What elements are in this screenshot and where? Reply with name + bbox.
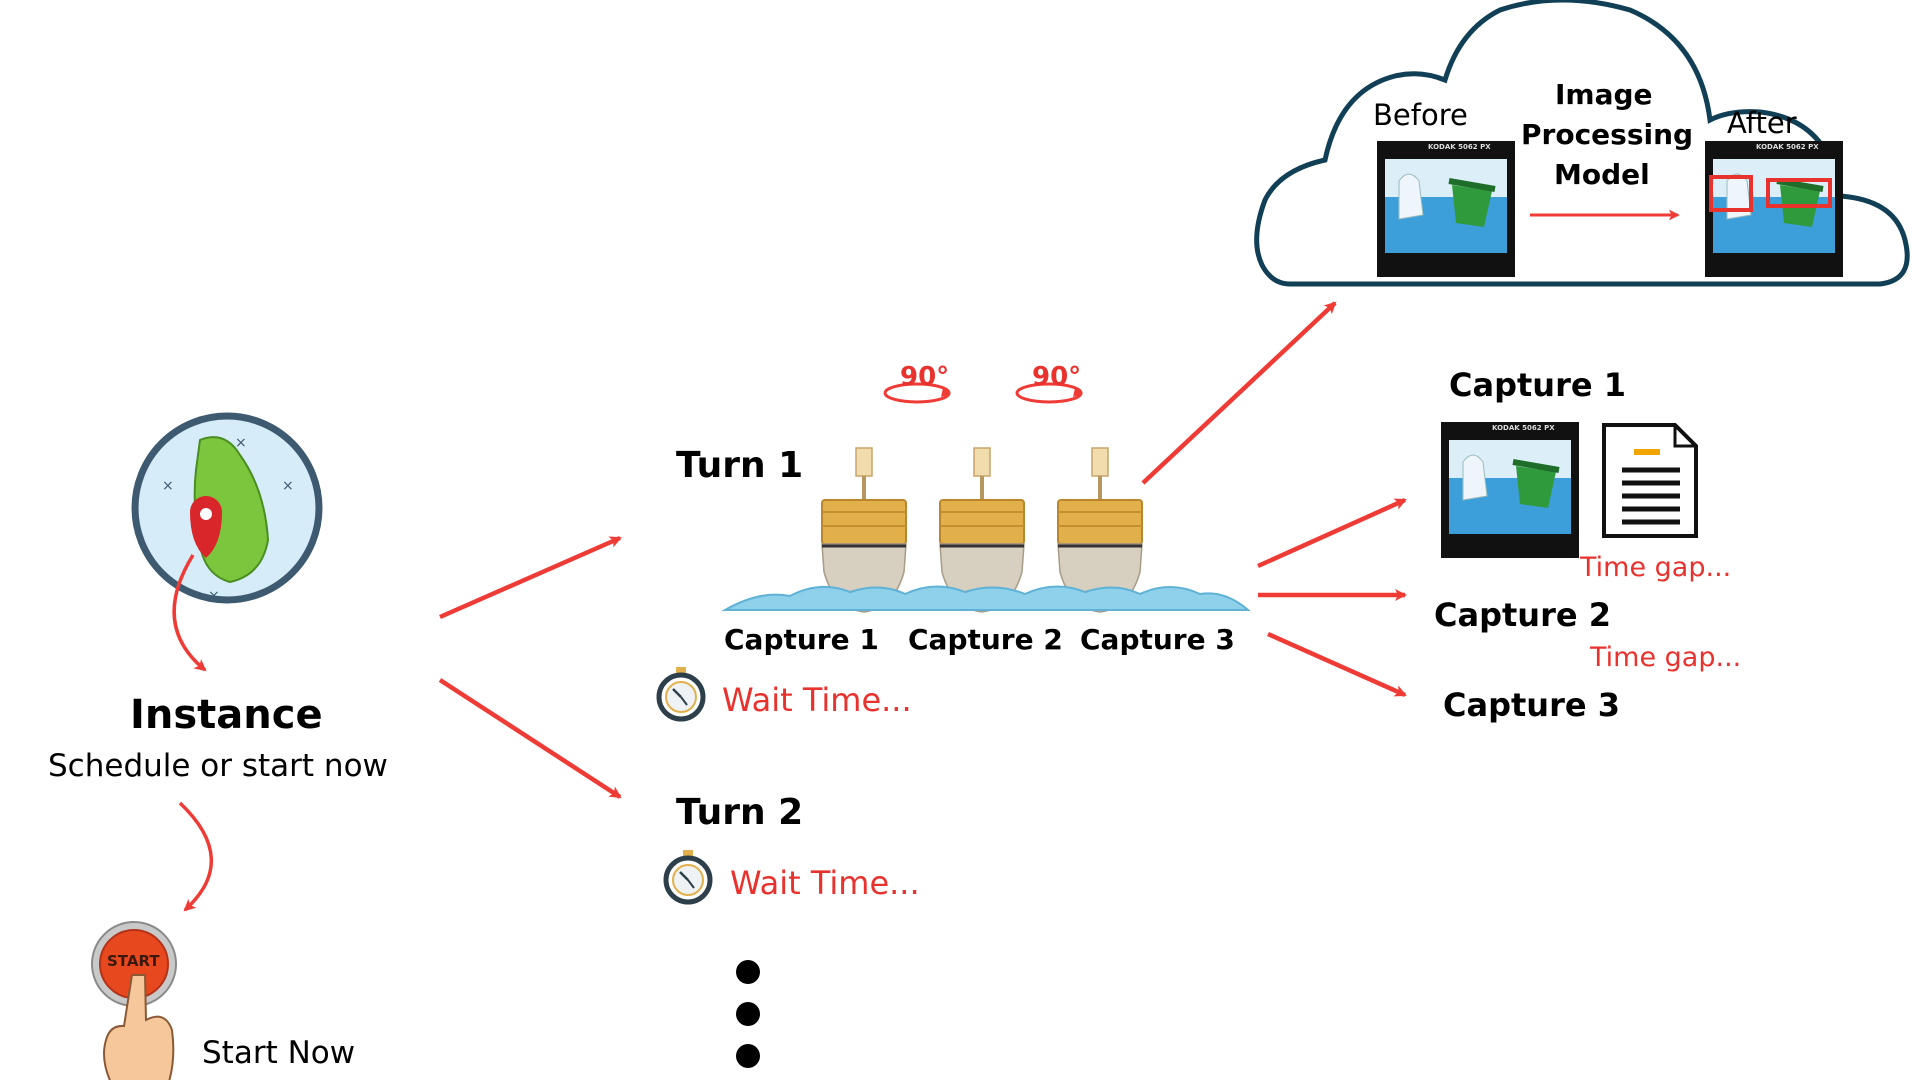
model-label-line1: Image	[1555, 78, 1653, 111]
capture1-photo-brand: KODAK 5062 PX	[1492, 424, 1555, 432]
pointing-hand-icon	[103, 974, 175, 1080]
pin-to-instance-arrow	[172, 554, 207, 672]
sri-lanka-map-icon: × × × ×	[131, 412, 323, 604]
turn1-title: Turn 1	[676, 445, 804, 486]
turn2-wait-time: Wait Time...	[730, 864, 920, 902]
cloud-after-label: After	[1727, 106, 1797, 140]
turn2-title: Turn 2	[676, 792, 804, 833]
rotation-label-1: 90°	[900, 362, 950, 392]
stopwatch-icon	[659, 667, 703, 719]
turn1-wait-time: Wait Time...	[722, 681, 912, 719]
arrow-to-capture1	[1257, 497, 1407, 569]
rotate-arrow-icon	[1015, 382, 1083, 404]
model-label-line2: Processing	[1521, 118, 1694, 151]
before-photo-brand: KODAK 5062 PX	[1428, 143, 1491, 151]
rotate-arrow-icon	[883, 382, 951, 404]
arrow-to-capture3	[1267, 631, 1407, 698]
rotation-label-2: 90°	[1032, 362, 1082, 392]
turn1-capture-label-1: Capture 1	[724, 623, 879, 656]
capture3-title: Capture 3	[1443, 686, 1620, 724]
capture1-photo	[1441, 422, 1579, 558]
instance-subtitle: Schedule or start now	[48, 748, 388, 784]
document-icon	[1602, 423, 1698, 538]
svg-text:×: ×	[162, 478, 174, 494]
svg-text:×: ×	[282, 478, 294, 494]
start-button-icon	[91, 921, 177, 1007]
before-photo	[1377, 141, 1515, 277]
instance-to-start-arrow	[178, 801, 213, 912]
detection-box-bin	[1766, 178, 1832, 208]
svg-text:×: ×	[208, 588, 220, 604]
start-now-label[interactable]: Start Now	[202, 1035, 356, 1071]
after-photo	[1705, 141, 1843, 277]
time-gap-2: Time gap...	[1590, 642, 1742, 673]
after-photo-brand: KODAK 5062 PX	[1756, 143, 1819, 151]
cloud-before-label: Before	[1373, 98, 1468, 132]
capture1-title: Capture 1	[1449, 366, 1626, 404]
detection-box-bottle	[1709, 175, 1753, 212]
water-waves	[721, 585, 1251, 611]
start-button-text: START	[107, 952, 160, 970]
turn1-capture-label-2: Capture 2	[908, 623, 1063, 656]
turn1-capture-label-3: Capture 3	[1080, 623, 1235, 656]
time-gap-1: Time gap...	[1580, 552, 1732, 583]
model-label-line3: Model	[1554, 158, 1650, 191]
arrow-to-turn2	[438, 678, 622, 799]
stopwatch-icon	[666, 850, 710, 902]
svg-text:×: ×	[235, 435, 247, 451]
location-pin-icon	[190, 496, 222, 558]
arrow-to-turn1	[439, 535, 622, 620]
instance-title: Instance	[130, 692, 323, 738]
arrow-to-cloud	[1141, 301, 1337, 485]
capture2-title: Capture 2	[1434, 596, 1611, 634]
ellipsis-vertical-icon	[736, 960, 760, 1068]
